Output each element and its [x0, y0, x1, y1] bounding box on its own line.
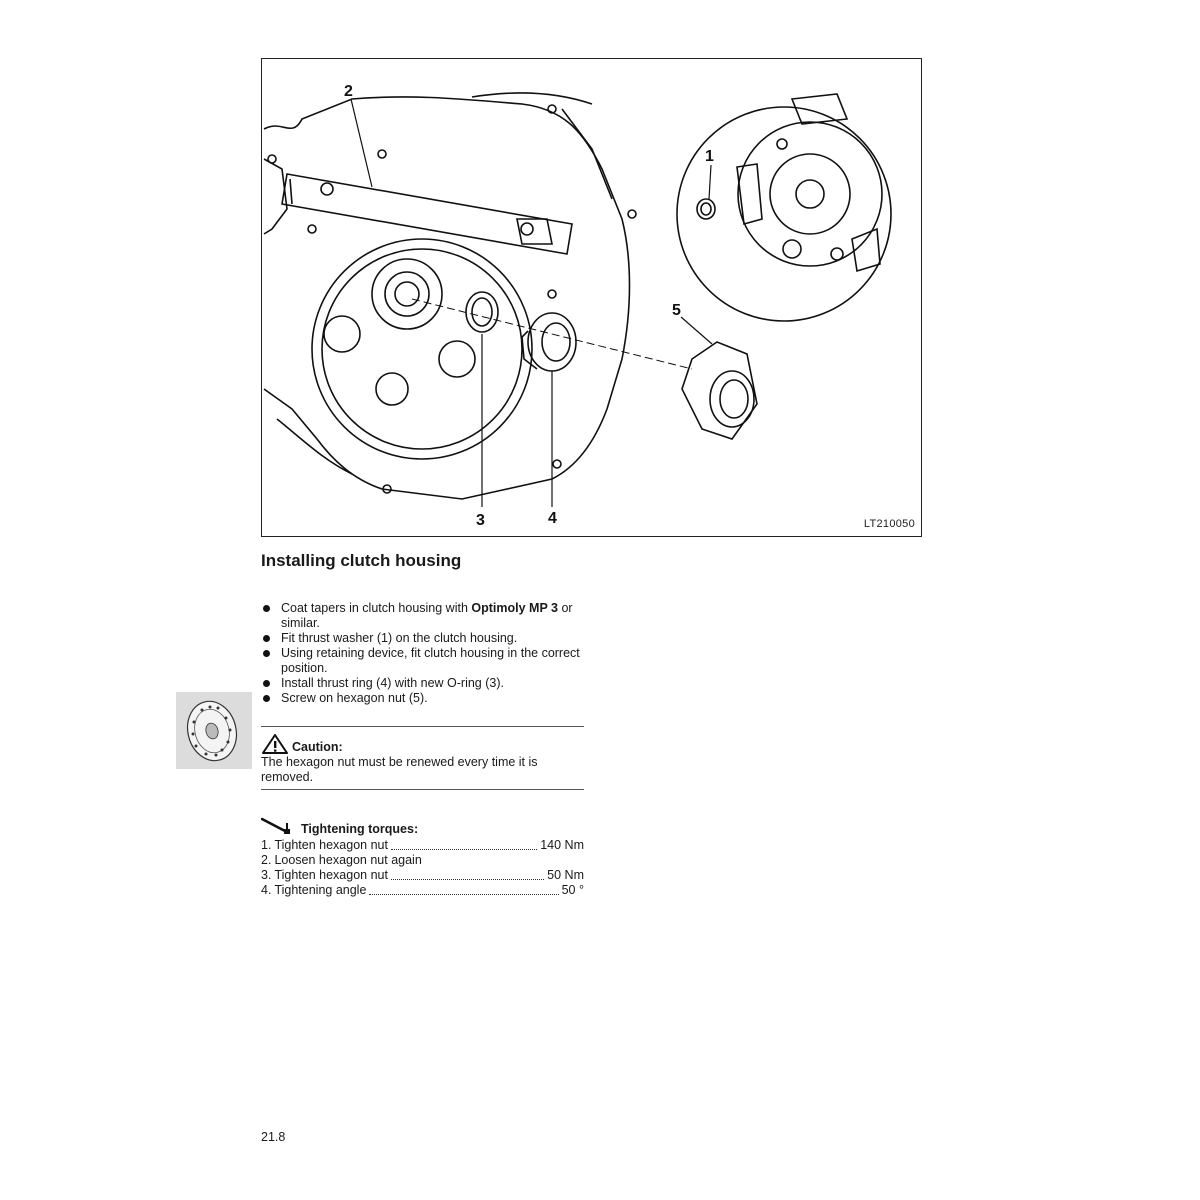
- page-number: 21.8: [261, 1130, 286, 1144]
- caution-title: Caution:: [292, 740, 343, 754]
- list-item: Screw on hexagon nut (5).: [261, 691, 591, 706]
- dot-leader: [369, 883, 559, 895]
- dot-leader: [390, 868, 545, 880]
- clutch-disc-icon: [186, 700, 238, 762]
- clutch-housing-illustration: 2 1 5 3 4 LT210050: [261, 58, 922, 537]
- table-row: 2. Loosen hexagon nut again: [261, 853, 422, 867]
- bullet-icon: [263, 605, 270, 612]
- table-row: 3. Tighten hexagon nut 50 Nm: [261, 868, 584, 882]
- dot-leader: [390, 838, 538, 850]
- bullet-icon: [263, 635, 270, 642]
- section-thumbnail: [176, 692, 252, 769]
- callout-4: 4: [548, 510, 557, 527]
- warning-triangle-icon: [262, 734, 288, 754]
- list-item: Using retaining device, fit clutch housi…: [261, 646, 591, 676]
- caution-box: Caution: The hexagon nut must be renewed…: [261, 726, 584, 790]
- tightening-torques: Tightening torques: 1. Tighten hexagon n…: [261, 817, 584, 898]
- section-title: Installing clutch housing: [261, 551, 462, 570]
- callout-5: 5: [672, 302, 681, 319]
- exploded-view-drawing: 2 1 5 3 4: [263, 83, 892, 529]
- instruction-list: Coat tapers in clutch housing with Optim…: [261, 601, 591, 706]
- figure-code: LT210050: [863, 518, 915, 530]
- callout-2: 2: [344, 83, 353, 100]
- callout-1: 1: [705, 148, 714, 165]
- list-item: Coat tapers in clutch housing with Optim…: [261, 601, 591, 631]
- caution-text: The hexagon nut must be renewed every ti…: [261, 755, 538, 784]
- bullet-icon: [263, 650, 270, 657]
- torque-wrench-icon: [261, 817, 290, 834]
- table-row: 1. Tighten hexagon nut 140 Nm: [261, 838, 584, 852]
- bullet-icon: [263, 680, 270, 687]
- table-row: 4. Tightening angle 50 °: [261, 883, 584, 897]
- list-item: Install thrust ring (4) with new O-ring …: [261, 676, 591, 691]
- torques-title: Tightening torques:: [301, 822, 419, 836]
- callout-3: 3: [476, 512, 485, 529]
- bullet-icon: [263, 695, 270, 702]
- list-item: Fit thrust washer (1) on the clutch hous…: [261, 631, 591, 646]
